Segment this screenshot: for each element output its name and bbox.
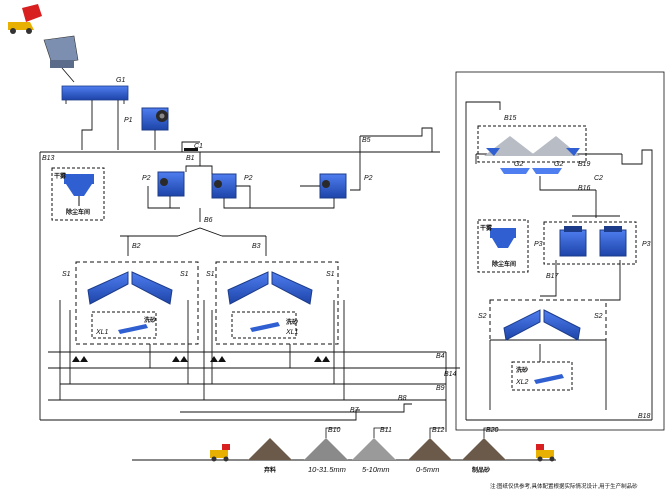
belt-b1-mark	[184, 148, 198, 151]
label-xl1-right: XL1	[285, 329, 299, 336]
label-xl1-left: XL1	[95, 329, 109, 336]
belt-arrow-marks	[72, 356, 330, 362]
impact-crusher-p2-left	[157, 171, 185, 197]
label-xl2: XL2	[515, 379, 529, 386]
label-g2-right: G2	[554, 161, 563, 168]
dust-right-subtitle: 除尘车间	[492, 260, 516, 268]
product-label-1: 弃料	[264, 466, 276, 474]
surge-bin	[477, 125, 587, 163]
collecting-belts	[40, 300, 460, 432]
sand-making-section	[455, 71, 665, 431]
dust-right-title: 干雾	[480, 224, 493, 232]
stockpile-1	[248, 438, 292, 460]
washer-tag-xl2: 洗砂	[516, 366, 528, 374]
vibrating-feeder-g1	[61, 85, 129, 104]
washer-tag-left: 洗砂	[144, 316, 156, 324]
label-b8: B8	[398, 395, 407, 402]
label-b1: B1	[186, 155, 195, 162]
feeder-g2-pair	[500, 168, 562, 174]
jaw-crusher-p1	[141, 107, 169, 131]
stockpile-4	[408, 438, 452, 460]
impact-crusher-p2-mid	[211, 173, 237, 199]
label-p3-left: P3	[534, 241, 543, 248]
loader-left-icon	[210, 444, 230, 462]
stockpile-feed-lines	[325, 427, 498, 438]
sand-washer-xl2	[511, 361, 573, 391]
label-c2: C2	[594, 175, 603, 182]
washer-tag-right: 洗砂	[286, 318, 298, 326]
product-label-4: 0-5mm	[416, 465, 439, 474]
product-label-5: 制品砂	[472, 466, 490, 474]
dust-collector-right	[477, 219, 529, 273]
label-p2-mid: P2	[244, 175, 253, 182]
label-b5: B5	[362, 137, 371, 144]
label-b4: B4	[436, 353, 445, 360]
label-b13: B13	[42, 155, 55, 162]
label-s1-b: S1	[180, 271, 189, 278]
dump-truck-icon	[8, 4, 42, 34]
label-c1: C1	[194, 143, 203, 150]
flow-lines-crushers	[120, 152, 335, 256]
label-b6: B6	[204, 217, 213, 224]
label-g2-left: G2	[514, 161, 523, 168]
stockpile-2	[304, 438, 348, 460]
label-s1-c: S1	[206, 271, 215, 278]
label-b11: B11	[380, 427, 392, 434]
cone-crusher-p3-pair	[543, 221, 637, 265]
label-b19: B19	[578, 161, 591, 168]
label-b2: B2	[132, 243, 141, 250]
product-label-3: 5-10mm	[362, 465, 390, 474]
stockpile-5	[462, 438, 506, 460]
label-b16: B16	[578, 185, 591, 192]
label-b20: B20	[486, 427, 499, 434]
vibrating-screen-s1-right	[215, 261, 339, 345]
label-p2-right: P2	[364, 175, 373, 182]
dust-left-title: 干雾	[54, 172, 67, 180]
label-b10: B10	[328, 427, 341, 434]
label-g1: G1	[116, 77, 125, 84]
flow-lines-upper	[39, 100, 440, 420]
label-p1: P1	[124, 117, 133, 124]
product-label-2: 10-31.5mm	[308, 465, 346, 474]
impact-crusher-p2-right	[319, 173, 347, 199]
dust-collector-left	[51, 167, 105, 221]
label-p2-left: P2	[142, 175, 151, 182]
label-s2-b: S2	[594, 313, 603, 320]
label-p3-right: P3	[642, 241, 651, 248]
label-s2-a: S2	[478, 313, 487, 320]
label-s1-a: S1	[62, 271, 71, 278]
label-b15: B15	[504, 115, 517, 122]
vibrating-screen-s1-left	[75, 261, 199, 345]
label-b7: B7	[350, 407, 360, 414]
footnote: 注:图纸仅供参考,具体配置根据实际情况设计,用于生产制品砂	[490, 482, 638, 490]
label-b14: B14	[444, 371, 457, 378]
label-b3: B3	[252, 243, 261, 250]
vibrating-screen-s2	[489, 299, 607, 341]
label-b9: B9	[436, 385, 445, 392]
label-b12: B12	[432, 427, 445, 434]
dust-left-subtitle: 除尘车间	[66, 208, 90, 216]
stockpile-3	[352, 438, 396, 460]
hopper-icon	[43, 35, 79, 83]
loader-right-icon	[536, 444, 555, 462]
label-s1-d: S1	[326, 271, 335, 278]
label-b18: B18	[638, 413, 651, 420]
label-b17: B17	[546, 273, 560, 280]
